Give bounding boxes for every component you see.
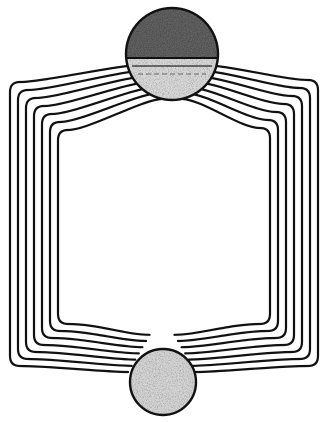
field-line-left-7	[58, 99, 161, 335]
field-line-right-6	[178, 94, 278, 342]
field-lines-right	[174, 66, 318, 372]
field-line-right-1	[196, 66, 318, 372]
field-line-left-2	[18, 72, 134, 366]
field-line-right-7	[174, 99, 270, 335]
field-lines-left	[10, 66, 161, 372]
top-sphere	[126, 8, 218, 100]
bottom-sphere	[130, 349, 196, 415]
